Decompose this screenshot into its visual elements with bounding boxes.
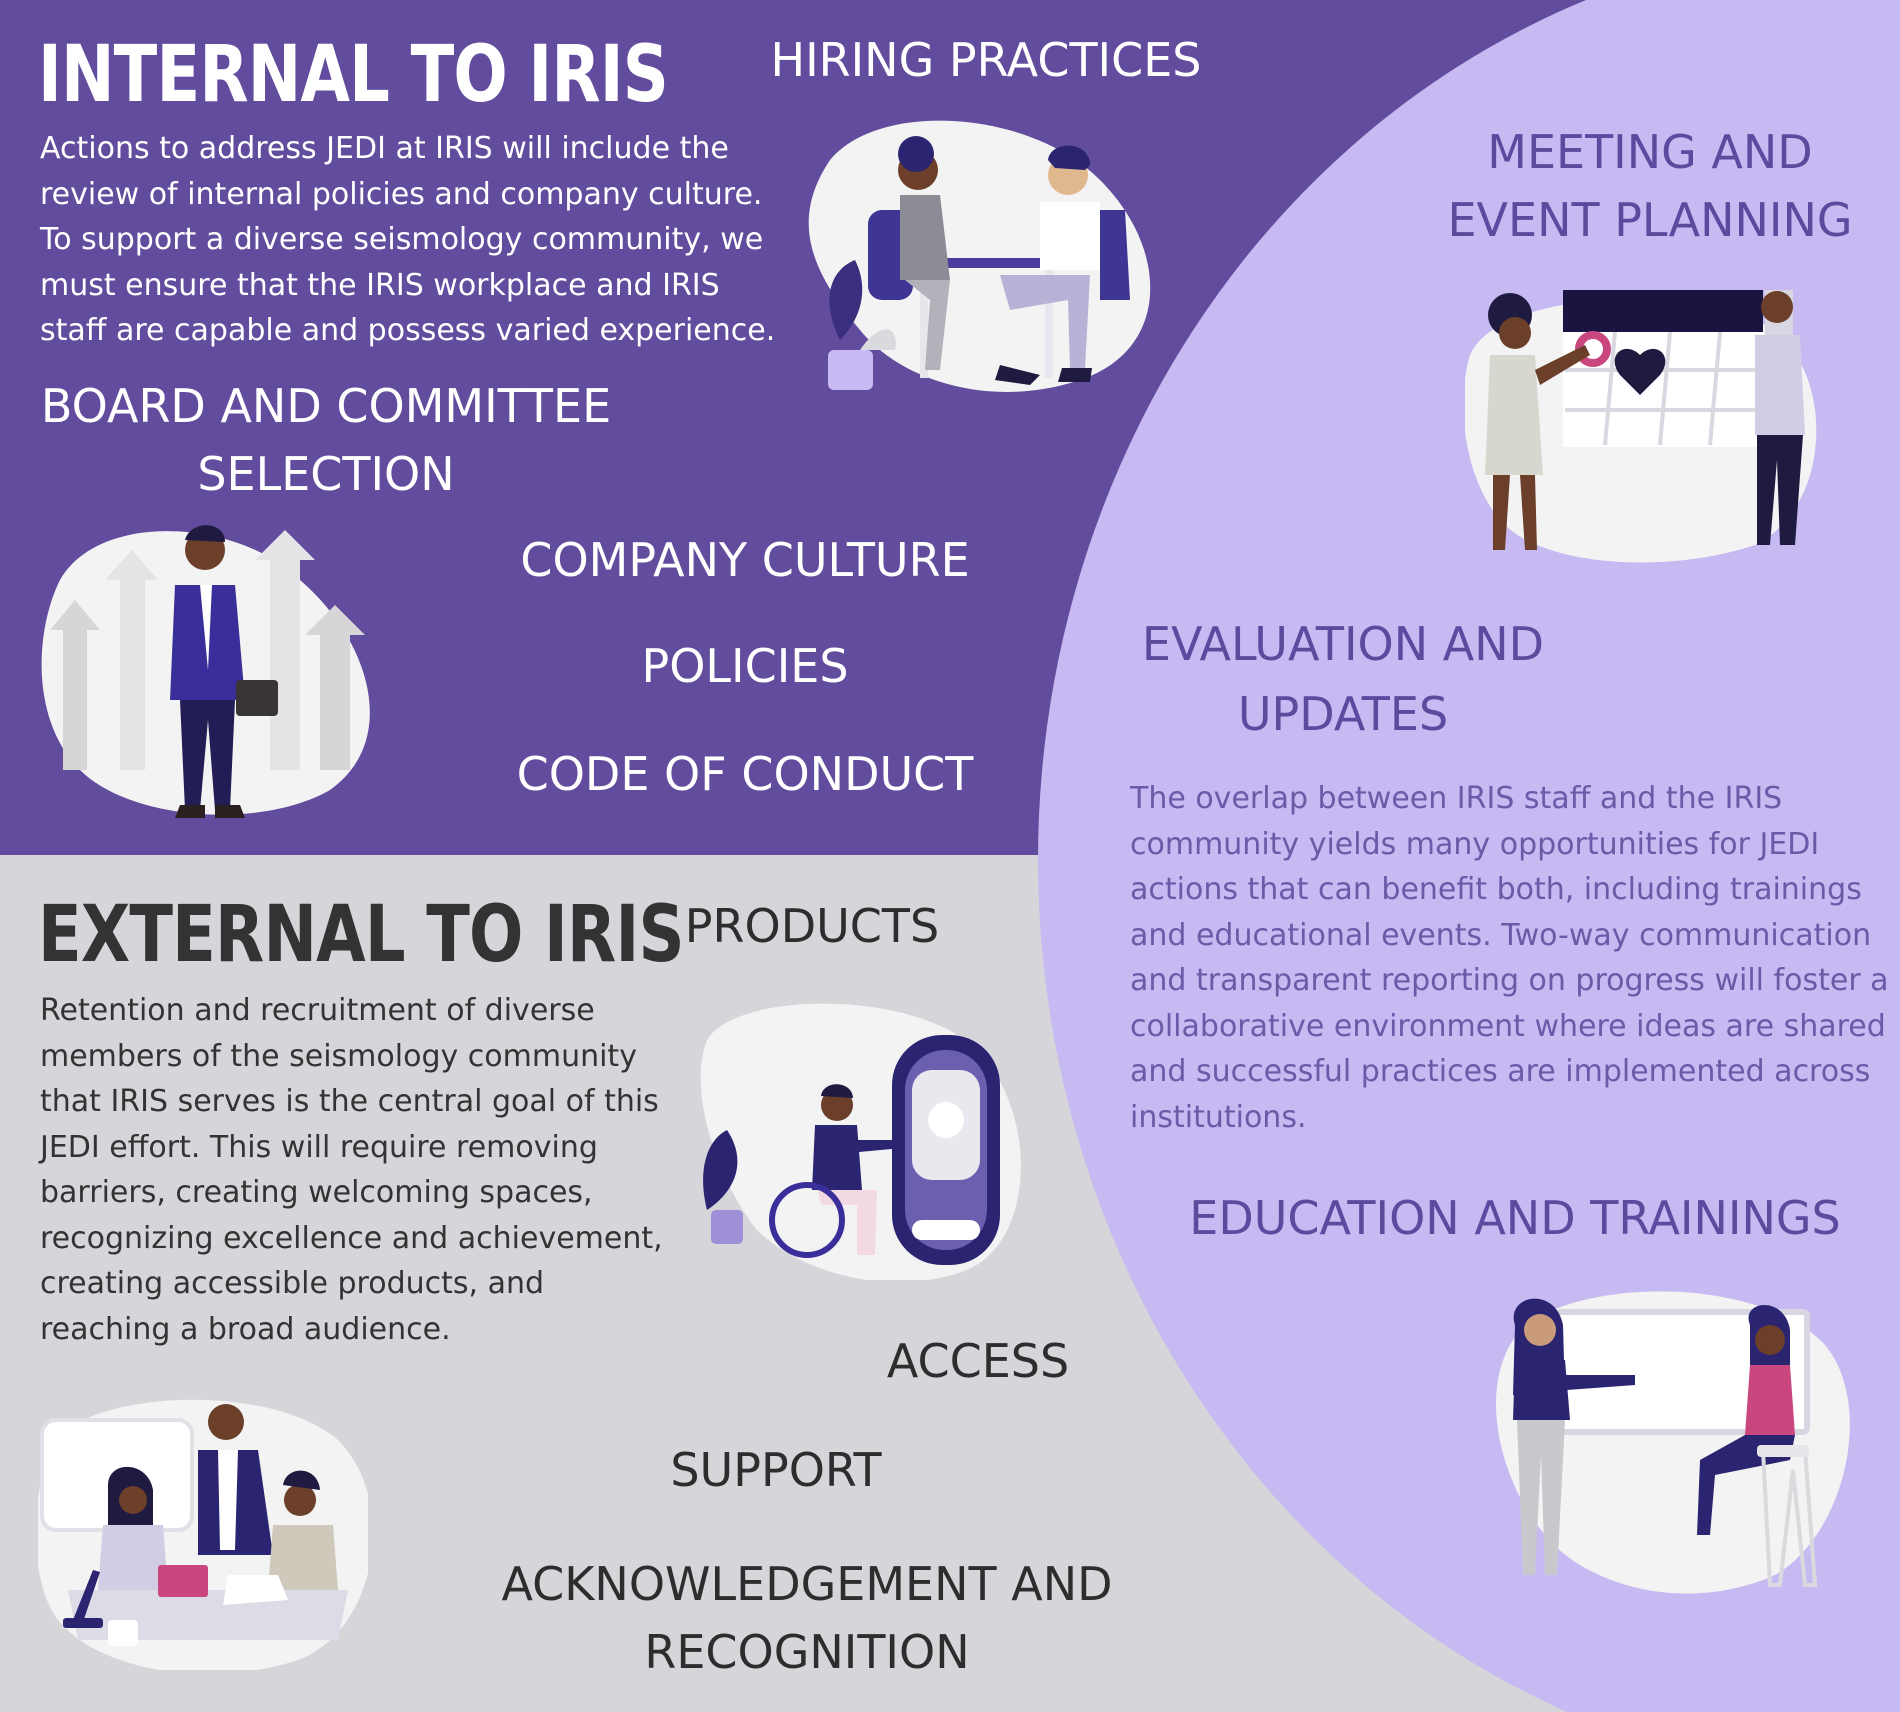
internal-body-text: Actions to address JEDI at IRIS will inc… — [40, 131, 776, 348]
evaluation-updates-label-line2: UPDATES — [1237, 687, 1449, 741]
policies-label: POLICIES — [641, 639, 849, 693]
external-body-text: Retention and recruitment of diverse mem… — [40, 993, 663, 1347]
internal-heading: INTERNAL TO IRIS — [38, 30, 669, 120]
board-selection-label-line2: SELECTION — [197, 447, 455, 501]
board-selection-label-line1: BOARD AND COMMITTEE — [40, 379, 612, 433]
access-label: ACCESS — [886, 1334, 1070, 1388]
education-trainings-illustration — [1496, 1291, 1850, 1594]
evaluation-updates-label-line1: EVALUATION AND — [1141, 617, 1545, 671]
hiring-practices-label: HIRING PRACTICES — [770, 33, 1202, 87]
board-selection-illustration — [41, 525, 370, 818]
acknowledgement-label-line1: ACKNOWLEDGEMENT AND — [501, 1557, 1113, 1611]
products-label: PRODUCTS — [684, 899, 940, 953]
acknowledgement-label-line2: RECOGNITION — [644, 1625, 970, 1679]
meeting-planning-label-line2: EVENT PLANNING — [1447, 193, 1853, 247]
support-illustration — [38, 1399, 368, 1670]
products-illustration — [700, 1003, 1021, 1280]
meeting-planning-label-line1: MEETING AND — [1487, 125, 1813, 179]
meeting-planning-illustration — [1465, 290, 1817, 563]
support-label: SUPPORT — [670, 1443, 882, 1497]
external-heading: EXTERNAL TO IRIS — [38, 890, 685, 980]
company-culture-label: COMPANY CULTURE — [520, 533, 970, 587]
hiring-practices-illustration — [808, 120, 1151, 392]
overlap-body-text: The overlap between IRIS staff and the I… — [1130, 781, 1889, 1135]
code-of-conduct-label: CODE OF CONDUCT — [516, 747, 974, 801]
education-trainings-label: EDUCATION AND TRAININGS — [1189, 1191, 1841, 1245]
